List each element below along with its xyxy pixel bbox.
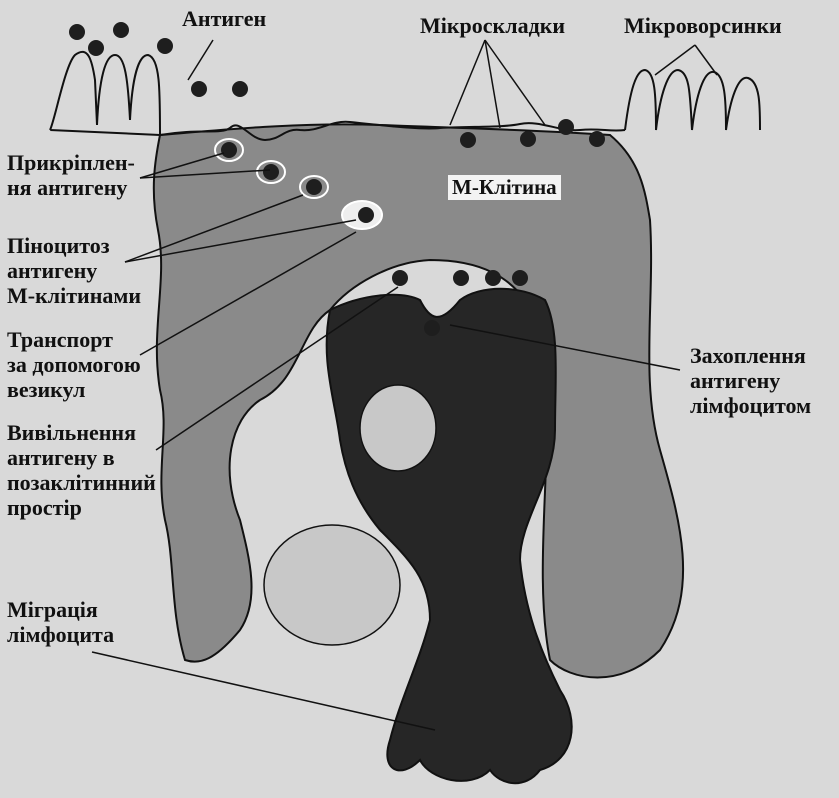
label-transport-line: за допомогою (7, 352, 141, 377)
antigen-dot (69, 24, 85, 40)
label-attachment-line: Прикріплен- (7, 150, 135, 175)
antigen-dot (232, 81, 248, 97)
antigen-dot (424, 320, 440, 336)
antigen-dot (485, 270, 501, 286)
label-antigen: Антиген (182, 6, 266, 31)
label-capture: Захоплення антигену лімфоцитом (690, 343, 811, 418)
label-capture-line: лімфоцитом (690, 393, 811, 418)
label-attachment: Прикріплен- ня антигену (7, 150, 135, 200)
antigen-dot (157, 38, 173, 54)
antigen-dot (512, 270, 528, 286)
antigen-dot (221, 142, 237, 158)
label-release-line: простір (7, 495, 156, 520)
antigen-dot (306, 179, 322, 195)
label-migration-line: Міграція (7, 597, 114, 622)
label-release: Вивільнення антигену в позаклітинний про… (7, 420, 156, 520)
antigen-dot (520, 131, 536, 147)
antigen-dot (558, 119, 574, 135)
antigen-dot (453, 270, 469, 286)
label-transport: Транспорт за допомогою везикул (7, 327, 141, 402)
label-attachment-line: ня антигену (7, 175, 135, 200)
label-m-cell: М-Клітина (448, 175, 561, 200)
antigen-dot (263, 164, 279, 180)
label-release-line: Вивільнення (7, 420, 156, 445)
antigen-dot (191, 81, 207, 97)
label-pinocytosis: Піноцитоз антигену М-клітинами (7, 233, 141, 308)
antigen-dot (460, 132, 476, 148)
antigen-dot (358, 207, 374, 223)
label-microvilli: Мікроворсинки (624, 13, 782, 38)
label-capture-line: Захоплення (690, 343, 811, 368)
label-transport-line: везикул (7, 377, 141, 402)
label-release-line: позаклітинний (7, 470, 156, 495)
label-release-line: антигену в (7, 445, 156, 470)
antigen-dot (392, 270, 408, 286)
antigen-dot (589, 131, 605, 147)
microvilli-right (625, 70, 760, 130)
label-pinocytosis-line: М-клітинами (7, 283, 141, 308)
label-transport-line: Транспорт (7, 327, 141, 352)
label-capture-line: антигену (690, 368, 811, 393)
m-cell-nucleus (264, 525, 400, 645)
label-migration-line: лімфоцита (7, 622, 114, 647)
label-pinocytosis-line: Піноцитоз (7, 233, 141, 258)
label-pinocytosis-line: антигену (7, 258, 141, 283)
label-microfolds: Мікроскладки (420, 13, 565, 38)
lymphocyte-nucleus (360, 385, 436, 471)
antigen-dot (88, 40, 104, 56)
microvilli-left (50, 52, 160, 135)
antigen-dot (113, 22, 129, 38)
label-migration: Міграція лімфоцита (7, 597, 114, 647)
